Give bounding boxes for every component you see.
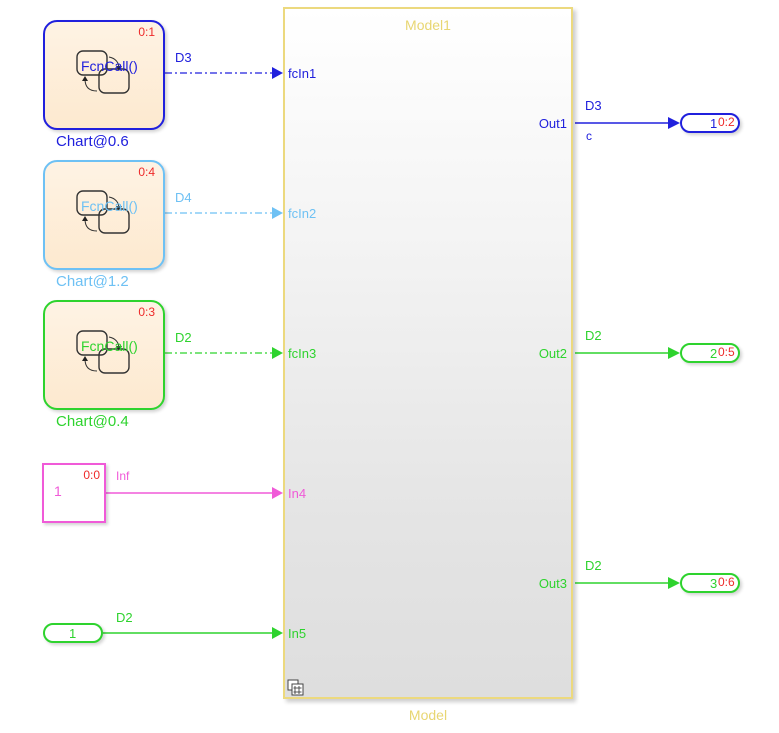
signal-label-d2-fcin3: D2 <box>175 330 192 345</box>
sample-time-label: 0:3 <box>138 305 155 319</box>
outport-number: 3 <box>710 576 718 591</box>
arrowhead-fcin3 <box>272 347 283 359</box>
model-reference-icon[interactable] <box>287 679 305 697</box>
model-caption: Model <box>408 707 448 723</box>
inport-number: 1 <box>69 626 77 641</box>
chart-name-0-4: Chart@0.4 <box>56 413 129 430</box>
constant-value: 1 <box>54 483 62 499</box>
fcn-call-label: FcnCall() <box>81 58 138 74</box>
arrowhead-in5 <box>272 627 283 639</box>
chart-block-1-2[interactable]: 0:4 FcnCall() <box>43 160 165 270</box>
sample-time-label: 0:5 <box>718 345 735 359</box>
sample-time-label: 0:2 <box>718 115 735 129</box>
signal-label-d4: D4 <box>175 190 192 205</box>
model-reference-block[interactable]: Model1 fcIn1 fcIn2 fcIn3 In4 In5 Out1 Ou… <box>283 7 573 699</box>
output-port-out3[interactable]: Out3 <box>538 576 567 591</box>
arrowhead-fcin1 <box>272 67 283 79</box>
chart-name-1-2: Chart@1.2 <box>56 273 129 290</box>
outport-number: 2 <box>710 346 718 361</box>
signal-label-d3: D3 <box>175 50 192 65</box>
signal-label-inf: Inf <box>116 469 130 483</box>
inport-block-1[interactable]: 1 <box>43 623 103 643</box>
input-port-fcin3[interactable]: fcIn3 <box>288 346 317 361</box>
output-port-out1[interactable]: Out1 <box>538 116 567 131</box>
arrowhead-out1 <box>668 117 680 129</box>
stateflow-chart-icon <box>76 330 130 374</box>
fcn-call-label: FcnCall() <box>81 338 138 354</box>
output-port-out2[interactable]: Out2 <box>538 346 567 361</box>
constant-block[interactable]: 0:0 1 <box>42 463 106 523</box>
model-title: Model1 <box>405 17 451 33</box>
outport-block-3[interactable]: 3 0:6 <box>680 573 740 593</box>
stateflow-chart-icon <box>76 190 130 234</box>
stateflow-chart-icon <box>76 50 130 94</box>
arrowhead-out2 <box>668 347 680 359</box>
signal-sublabel-c: c <box>586 129 592 143</box>
chart-block-0-6[interactable]: 0:1 FcnCall() <box>43 20 165 130</box>
outport-block-1[interactable]: 1 0:2 <box>680 113 740 133</box>
sample-time-label: 0:6 <box>718 575 735 589</box>
sample-time-label: 0:4 <box>138 165 155 179</box>
chart-name-0-6: Chart@0.6 <box>56 133 129 150</box>
arrowhead-out3 <box>668 577 680 589</box>
signal-label-d3-out1: D3 <box>585 98 602 113</box>
signal-label-d2-in5: D2 <box>116 610 133 625</box>
sample-time-label: 0:0 <box>83 468 100 482</box>
fcn-call-label: FcnCall() <box>81 198 138 214</box>
input-port-fcin1[interactable]: fcIn1 <box>288 66 317 81</box>
input-port-in5[interactable]: In5 <box>288 626 307 641</box>
input-port-fcin2[interactable]: fcIn2 <box>288 206 317 221</box>
signal-label-d2-out3: D2 <box>585 558 602 573</box>
signal-label-d2-out2: D2 <box>585 328 602 343</box>
outport-block-2[interactable]: 2 0:5 <box>680 343 740 363</box>
sample-time-label: 0:1 <box>138 25 155 39</box>
arrowhead-fcin2 <box>272 207 283 219</box>
chart-block-0-4[interactable]: 0:3 FcnCall() <box>43 300 165 410</box>
outport-number: 1 <box>710 116 718 131</box>
input-port-in4[interactable]: In4 <box>288 486 307 501</box>
arrowhead-in4 <box>272 487 283 499</box>
